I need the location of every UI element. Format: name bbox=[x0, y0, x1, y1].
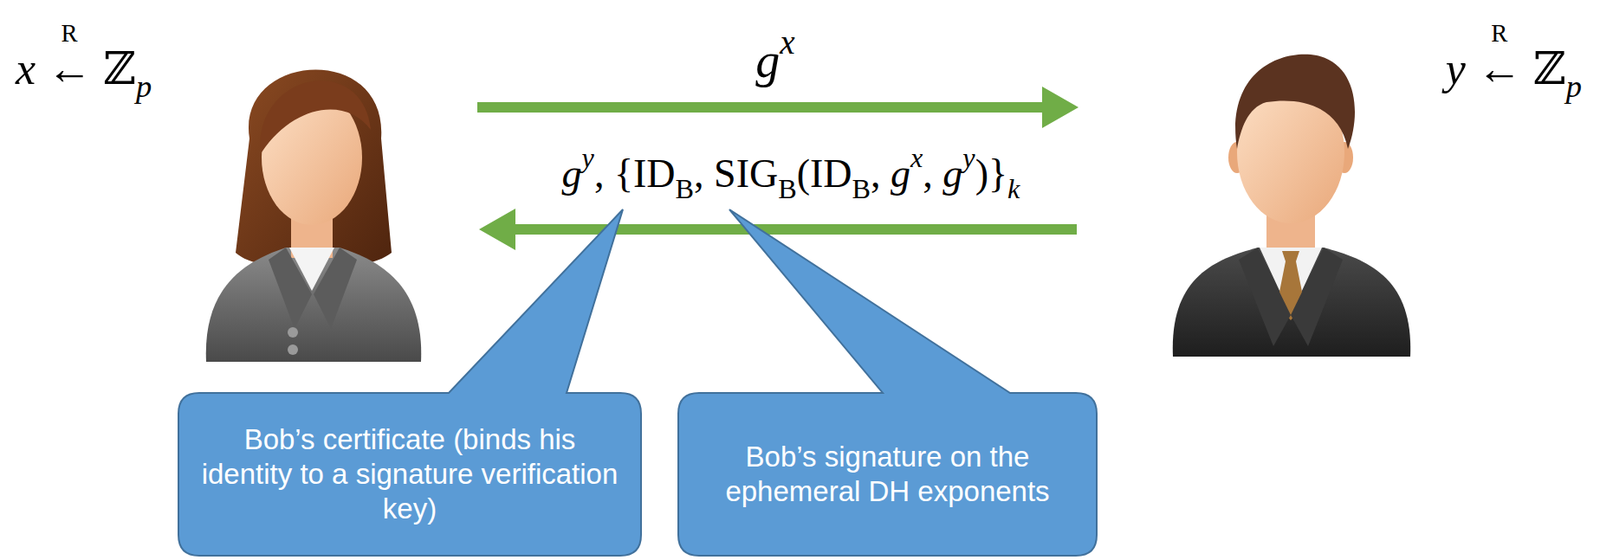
math-glyph: x bbox=[779, 23, 795, 61]
math-glyph: )} bbox=[975, 151, 1008, 196]
math-glyph: p bbox=[1566, 69, 1582, 104]
math-glyph bbox=[1465, 44, 1477, 94]
callout-content: Bob’s signature on the ephemeral DH expo… bbox=[678, 427, 1097, 522]
math-glyph: y bbox=[582, 142, 595, 174]
message-arrow bbox=[477, 86, 1079, 129]
math-glyph: g bbox=[755, 33, 780, 88]
math-glyph: ←R bbox=[46, 46, 92, 92]
math-glyph: x bbox=[910, 142, 923, 174]
math-glyph: , {ID bbox=[594, 151, 676, 196]
math-glyph: p bbox=[136, 69, 152, 104]
math-glyph: , bbox=[870, 151, 891, 196]
callout-box: Bob’s signature on the ephemeral DH expo… bbox=[678, 393, 1097, 557]
math-glyph: B bbox=[852, 173, 871, 205]
callout-text: Bob’s certificate (binds his identity to… bbox=[197, 422, 622, 527]
math-glyph: ℤ bbox=[91, 44, 137, 94]
callout-box: Bob’s certificate (binds his identity to… bbox=[178, 393, 642, 557]
math-glyph: , SIG bbox=[693, 151, 778, 196]
math-glyph: y bbox=[1445, 44, 1466, 94]
bob-avatar bbox=[1172, 54, 1411, 357]
math-glyph: ℤ bbox=[1522, 44, 1567, 94]
math-glyph: B bbox=[777, 173, 797, 205]
alice-avatar bbox=[206, 69, 422, 363]
math-glyph: g bbox=[942, 151, 963, 196]
math-glyph: g bbox=[562, 151, 583, 196]
callout-outline bbox=[178, 209, 642, 557]
math-glyph: k bbox=[1007, 173, 1020, 205]
math-glyph: y bbox=[962, 142, 975, 174]
callout-content: Bob’s certificate (binds his identity to… bbox=[178, 410, 642, 539]
callout-shape bbox=[678, 393, 1097, 557]
over-mark: R bbox=[1476, 21, 1523, 47]
math-label: x ←R ℤp bbox=[15, 46, 152, 92]
math-glyph: x bbox=[15, 44, 36, 94]
math-glyph bbox=[35, 44, 47, 94]
math-label: gy, {IDB, SIGB(IDB, gx, gy)}k bbox=[562, 154, 1021, 195]
math-glyph: (ID bbox=[796, 151, 853, 196]
math-glyph: ←R bbox=[1476, 46, 1523, 92]
math-glyph: , bbox=[922, 151, 943, 196]
math-glyph: g bbox=[890, 151, 911, 196]
math-label: y ←R ℤp bbox=[1445, 46, 1582, 92]
callout-outline bbox=[678, 209, 1097, 557]
math-label: gx bbox=[755, 36, 795, 85]
over-mark: R bbox=[46, 21, 92, 47]
callout-text: Bob’s signature on the ephemeral DH expo… bbox=[697, 440, 1078, 510]
math-glyph: B bbox=[675, 173, 694, 205]
